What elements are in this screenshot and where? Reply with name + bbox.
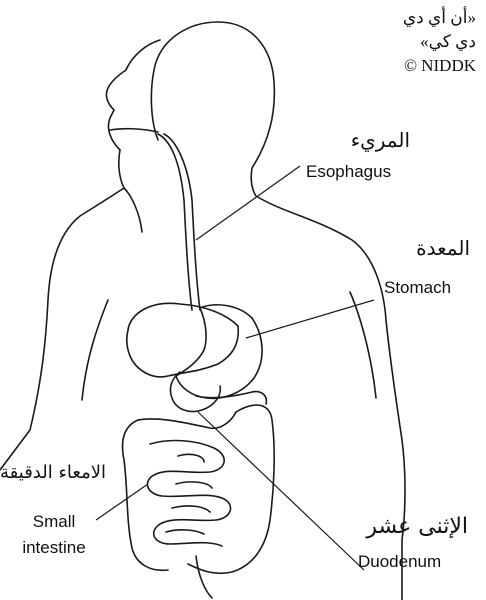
stomach-label-arabic: المعدة (380, 236, 470, 260)
stomach-shape (176, 305, 262, 399)
duodenum-shape (170, 372, 220, 412)
pancreas-shape (196, 392, 266, 404)
liver-shape (127, 303, 239, 377)
arm-inner-right (350, 292, 376, 398)
small-intestine-loops-2 (166, 454, 212, 534)
image-credit: «أن أي دي دي كي» © NIDDK (306, 6, 476, 78)
neck-left (124, 188, 142, 232)
small-intestine-label-english-line2: intestine (14, 538, 94, 558)
large-intestine-right (188, 405, 274, 573)
large-intestine-top (138, 412, 236, 428)
esophagus-label-arabic: المريء (300, 128, 410, 152)
small-intestine-label-english-line1: Small (14, 512, 94, 532)
credit-line-2: دي كي» (306, 30, 476, 54)
small-intestine-label-arabic: الامعاء الدقيقة (0, 462, 128, 483)
left-shoulder-outline (0, 150, 124, 470)
esophagus-wall-right (164, 134, 200, 310)
stomach-label-english: Stomach (384, 278, 451, 298)
duodenum-leader (198, 412, 364, 570)
esophagus-label-english: Esophagus (306, 162, 391, 182)
duodenum-label-english: Duodenum (358, 552, 441, 572)
esophagus-wall-left (158, 134, 192, 310)
esophagus-leader (196, 166, 300, 240)
credit-line-3: © NIDDK (306, 54, 476, 78)
stomach-leader (246, 300, 374, 338)
mouth-line (110, 129, 158, 132)
rectum (196, 556, 212, 598)
duodenum-label-arabic: الإثنى عشر (340, 514, 468, 539)
arm-inner-left (82, 300, 108, 400)
small-intestine-leader (96, 484, 148, 520)
credit-line-1: «أن أي دي (306, 6, 476, 30)
